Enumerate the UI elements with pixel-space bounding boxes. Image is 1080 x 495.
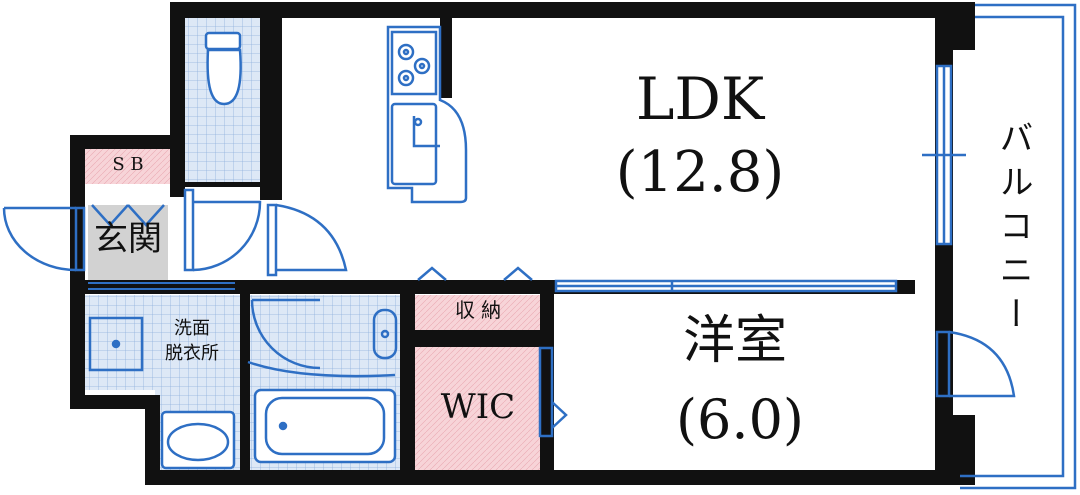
- wic-name: WIC: [440, 387, 516, 427]
- bathtub-icon: [253, 388, 397, 464]
- stove-icon: [397, 43, 431, 87]
- western-size: (6.0): [675, 388, 804, 451]
- western-name: 洋室: [682, 311, 787, 371]
- bath-vanity: [372, 308, 398, 360]
- washbasin-icon: [160, 410, 236, 470]
- ldk-size: (12.8): [615, 140, 785, 205]
- western-floor: [554, 294, 935, 470]
- sb-floor: [85, 147, 171, 184]
- kitchen-counter: [386, 25, 468, 204]
- window-marks: [556, 66, 966, 291]
- entrance-name: 玄関: [94, 219, 162, 259]
- ldk-name: LDK: [635, 65, 765, 133]
- washroom-name-line1: 洗面: [174, 318, 210, 339]
- storage-floor: [415, 295, 540, 330]
- entrance-floor: [88, 205, 168, 280]
- balcony-outline: [960, 3, 1077, 490]
- washroom-floor: [85, 295, 240, 390]
- storage-name: 収 納: [454, 298, 502, 322]
- washroom-name-line2: 脱衣所: [165, 343, 219, 364]
- sb-name: S B: [112, 154, 144, 175]
- entrance-threshold: [88, 282, 235, 290]
- door-icon: [2, 188, 1016, 438]
- balcony-name: バルコニー: [993, 120, 1033, 340]
- washing-machine-icon: [88, 316, 144, 372]
- toilet-icon: [204, 31, 242, 106]
- wic-floor: [415, 347, 540, 470]
